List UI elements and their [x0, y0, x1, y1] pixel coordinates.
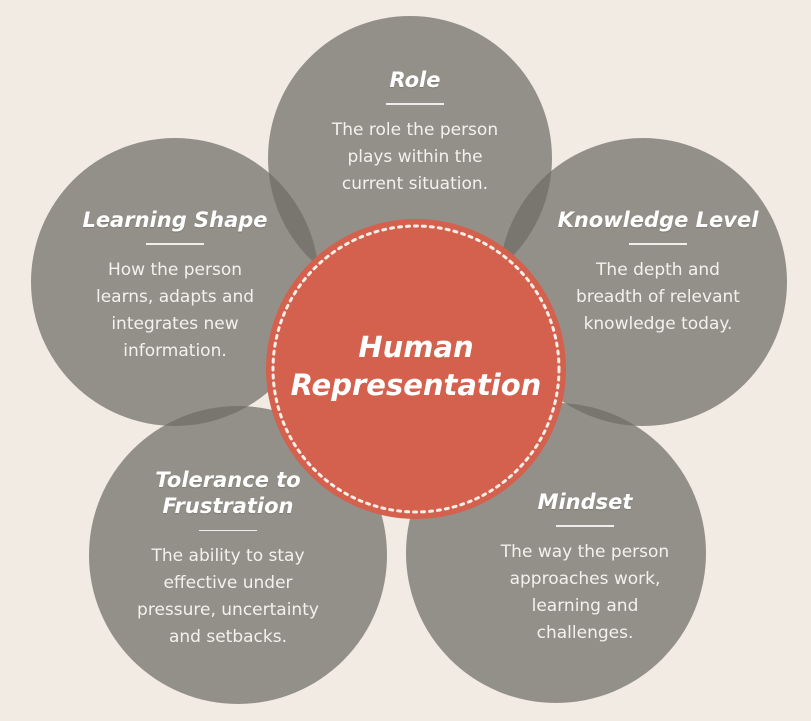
- petal-learning-desc: How the person learns, adapts and integr…: [60, 257, 290, 365]
- center-circle: [266, 219, 566, 519]
- petal-tolerance-desc-line: effective under: [163, 573, 293, 593]
- petal-knowledge-desc: The depth and breadth of relevant knowle…: [543, 257, 773, 338]
- petal-learning-desc-line: information.: [123, 340, 227, 361]
- petal-tolerance-circle: [89, 406, 387, 704]
- petal-knowledge: Knowledge Level The depth and breadth of…: [543, 207, 773, 338]
- petal-knowledge-title: Knowledge Level: [557, 208, 759, 232]
- petal-tolerance-desc: The ability to stay effective under pres…: [113, 543, 343, 651]
- petal-role-title: Role: [389, 68, 441, 92]
- petal-tolerance-desc-line: pressure, uncertainty: [137, 600, 319, 620]
- petal-tolerance-title-line: Tolerance to: [155, 468, 301, 492]
- petal-role-desc-line: The role the person: [331, 119, 499, 140]
- petal-role-desc-line: plays within the: [347, 146, 483, 167]
- petal-mindset-desc: The way the person approaches work, lear…: [470, 539, 700, 647]
- petal-knowledge-desc-line: knowledge today.: [583, 313, 733, 334]
- petal-tolerance-title: Tolerance to Frustration: [113, 467, 343, 520]
- petal-mindset-title: Mindset: [537, 490, 633, 514]
- petal-mindset-desc-line: challenges.: [536, 622, 634, 643]
- petal-tolerance-title-line: Frustration: [162, 494, 294, 519]
- petal-role-divider: [386, 103, 444, 105]
- petal-role-desc-line: current situation.: [341, 173, 489, 194]
- petal-mindset-desc-line: approaches work,: [509, 568, 661, 589]
- center-title-line: Representation: [290, 368, 542, 402]
- petal-role-circle: [268, 16, 552, 300]
- petal-tolerance-desc-line: The ability to stay: [151, 546, 305, 566]
- petal-learning-title: Learning Shape: [82, 208, 268, 232]
- petal-tolerance: Tolerance to Frustration The ability to …: [113, 467, 343, 651]
- center-title-line: Human: [358, 330, 474, 364]
- petal-knowledge-desc-line: breadth of relevant: [576, 286, 740, 307]
- petal-knowledge-circle: [499, 138, 787, 426]
- petal-learning-desc-line: learns, adapts and: [95, 286, 255, 307]
- petal-tolerance-divider: [199, 529, 257, 531]
- petal-role-desc: The role the person plays within the cur…: [300, 117, 530, 198]
- petal-role: Role The role the person plays within th…: [300, 67, 530, 198]
- center-title: Human Representation: [266, 328, 566, 404]
- petal-mindset-divider: [556, 525, 614, 527]
- petal-knowledge-desc-line: The depth and: [596, 259, 720, 280]
- petal-learning-divider: [146, 243, 204, 245]
- petal-learning-circle: [31, 138, 319, 426]
- petal-learning-desc-line: integrates new: [111, 313, 239, 334]
- petal-mindset-desc-line: The way the person: [500, 541, 670, 562]
- petal-learning: Learning Shape How the person learns, ad…: [60, 207, 290, 365]
- center-dotted-ring: [271, 224, 561, 514]
- petal-knowledge-divider: [629, 243, 687, 245]
- petal-mindset-desc-line: learning and: [531, 595, 639, 616]
- petal-learning-desc-line: How the person: [107, 259, 243, 280]
- petal-mindset: Mindset The way the person approaches wo…: [470, 489, 700, 647]
- petal-tolerance-desc-line: and setbacks.: [168, 627, 288, 647]
